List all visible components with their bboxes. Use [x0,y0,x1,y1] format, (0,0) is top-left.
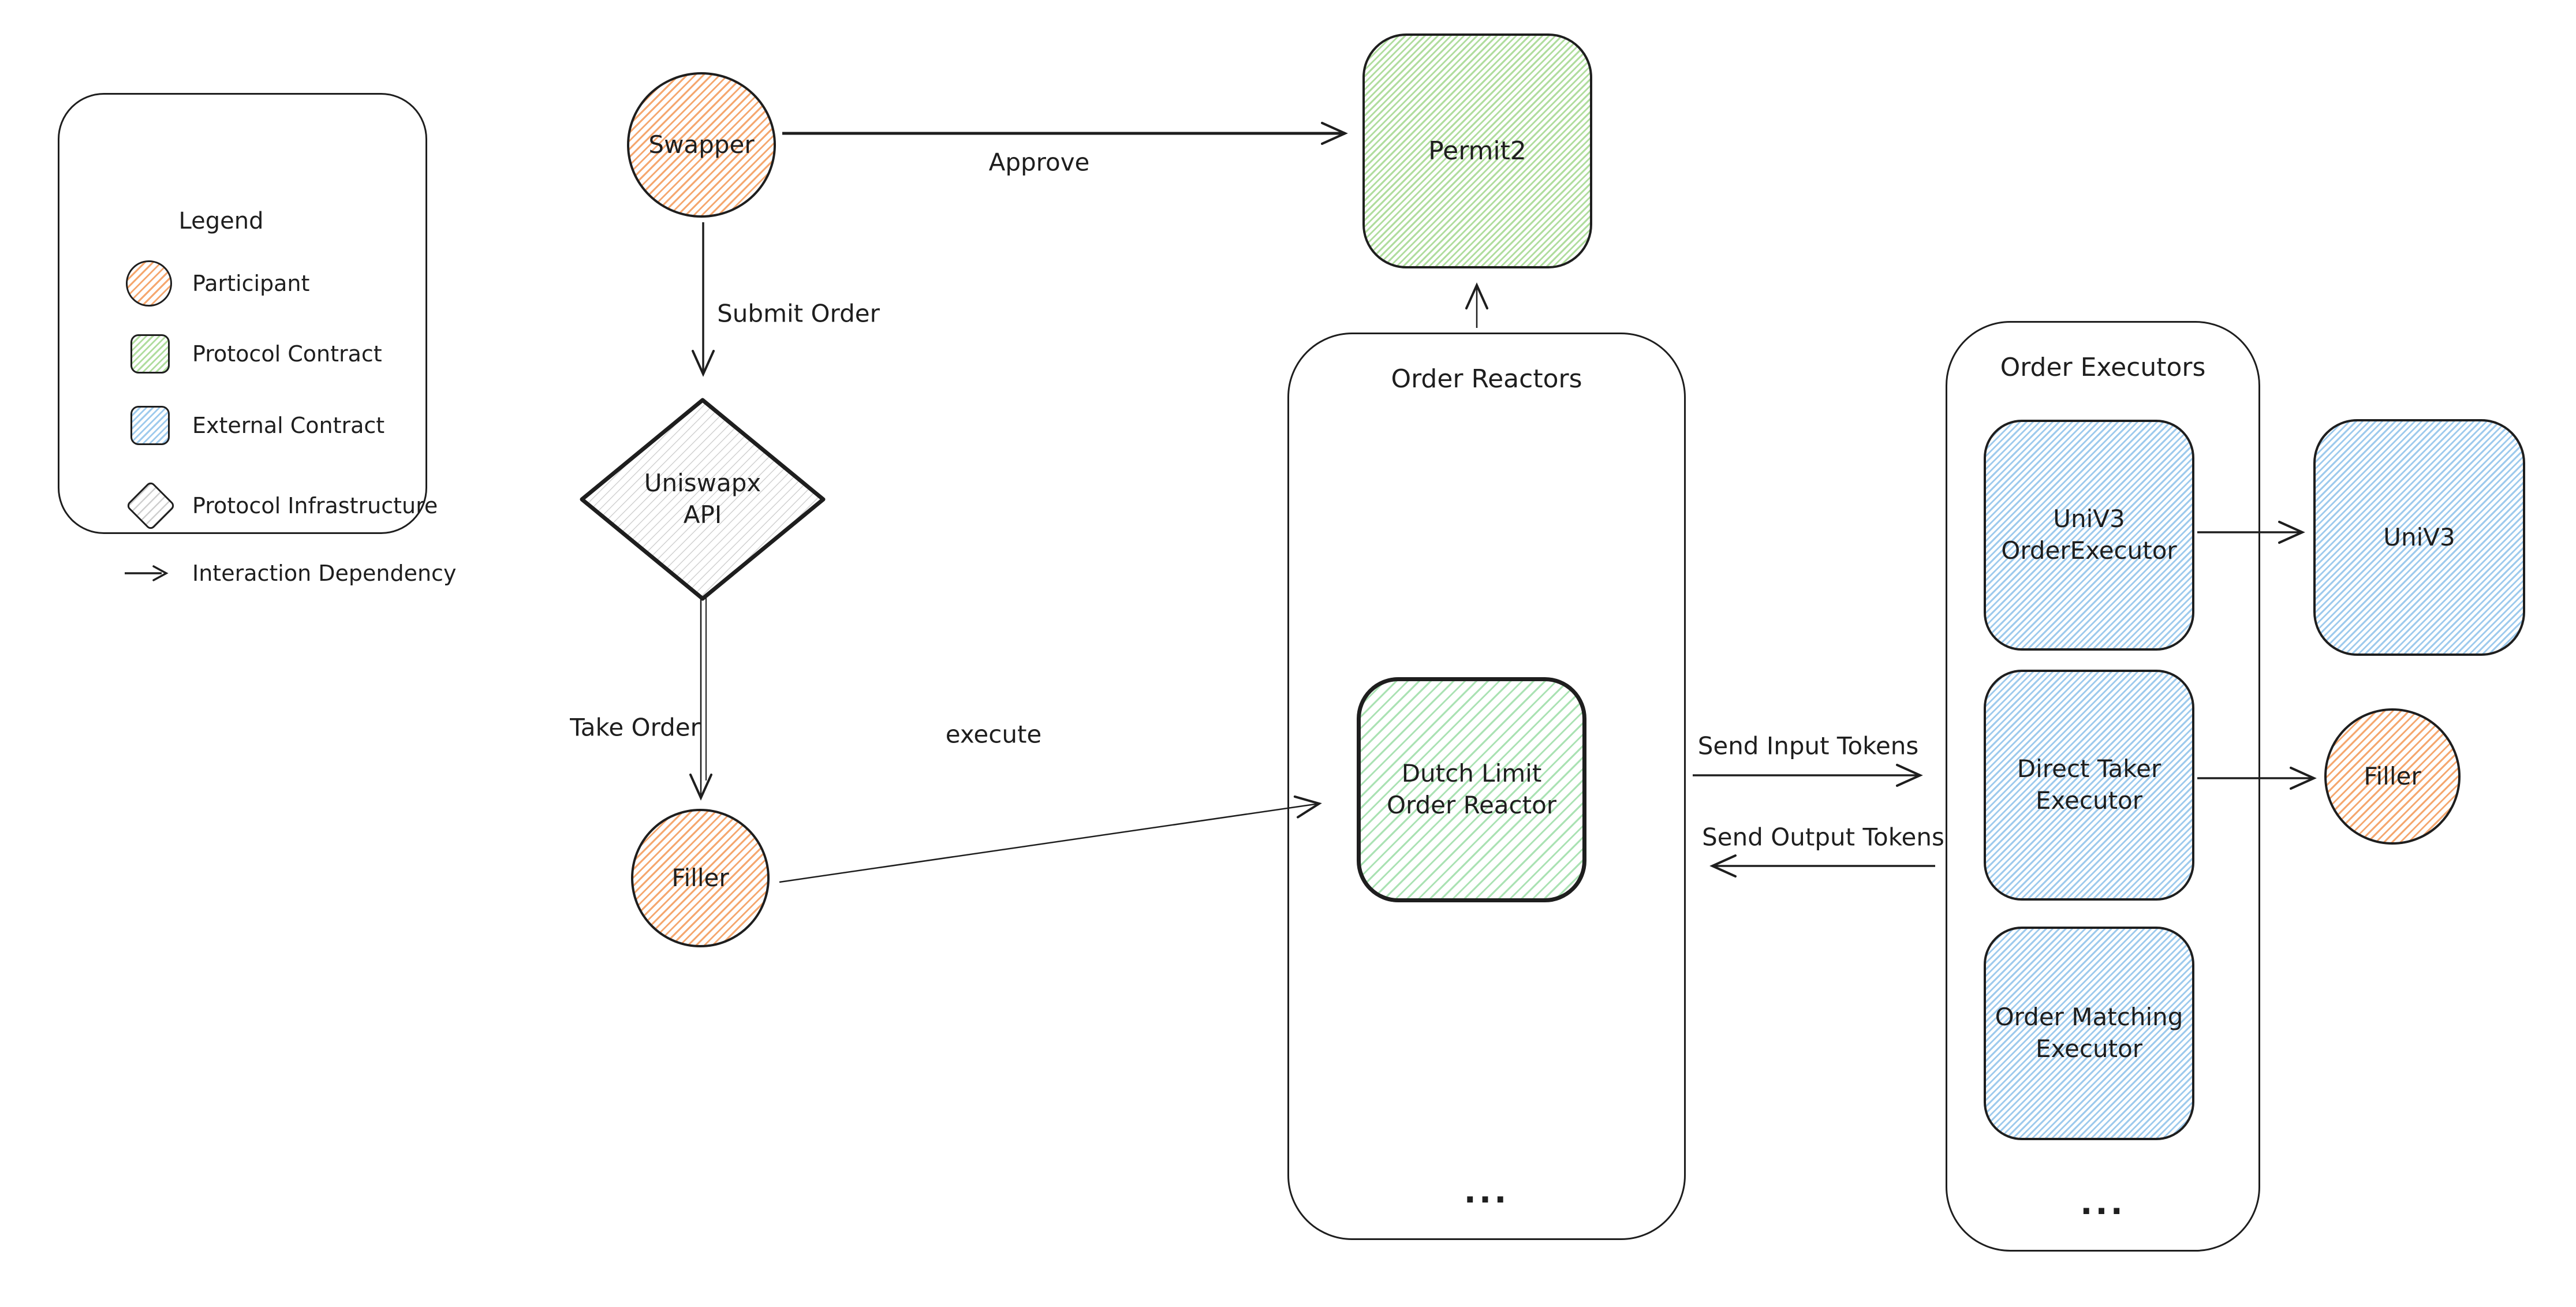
filler-right-node: Filler [2324,708,2461,845]
order-reactors-title: Order Reactors [1391,364,1582,394]
legend-item-external-contract: External Contract [192,413,385,438]
dutch-limit-order-reactor-label: Dutch Limit Order Reactor [1386,759,1557,819]
order-executors-title: Order Executors [2000,353,2206,382]
legend-item-protocol-contract: Protocol Contract [192,341,382,367]
direct-taker-executor-node: Direct Taker Executor [1984,670,2194,901]
uniswapx-api-label: Uniswapx API [644,469,761,529]
legend-item-interaction-dependency: Interaction Dependency [192,561,457,586]
univ3-order-executor-label: UniV3 OrderExecutor [2001,505,2177,565]
interaction-dependency-arrow-icon [125,565,169,581]
order-executors-ellipsis: ... [2080,1185,2126,1222]
protocol-contract-square-icon [130,334,170,374]
uniswapx-api-node: Uniswapx API [578,396,827,603]
filler-left-node: Filler [631,809,770,947]
legend-title: Legend [178,208,264,234]
order-matching-executor-label: Order Matching Executor [1995,1003,2183,1063]
send-input-tokens-edge-label: Send Input Tokens [1697,731,1919,760]
direct-taker-executor-label: Direct Taker Executor [2017,755,2161,815]
dutch-limit-order-reactor-node: Dutch Limit Order Reactor [1357,677,1586,902]
external-contract-square-icon [130,406,170,445]
legend-panel: Legend Participant Protocol Contract Ext… [58,93,456,586]
univ3-order-executor-node: UniV3 OrderExecutor [1984,420,2194,651]
order-matching-executor-node: Order Matching Executor [1984,927,2194,1140]
permit2-node: Permit2 [1362,33,1592,268]
order-reactors-ellipsis: ... [1464,1173,1510,1211]
send-output-tokens-edge-label: Send Output Tokens [1702,823,1944,852]
participant-circle-icon [126,260,172,307]
order-executors-container: Order Executors ... [1946,321,2260,1252]
execute-edge-label: execute [945,720,1042,749]
legend-item-participant: Participant [192,271,310,296]
arrow-execute [779,795,1322,883]
swapper-node: Swapper [627,72,776,218]
filler-right-label: Filler [2364,761,2421,790]
take-order-edge-label: Take Order [570,713,700,742]
swapper-label: Swapper [648,130,755,159]
filler-left-label: Filler [671,863,729,892]
submit-order-edge-label: Submit Order [717,299,880,328]
permit2-label: Permit2 [1428,136,1526,166]
approve-edge-label: Approve [988,148,1090,177]
univ3-label: UniV3 [2383,522,2455,551]
order-reactors-container: Order Reactors ... [1287,333,1686,1240]
protocol-infrastructure-diamond-icon [125,480,176,531]
legend-item-protocol-infrastructure: Protocol Infrastructure [192,493,438,518]
uniswapx-api-diamond-shape [580,398,826,601]
univ3-node: UniV3 [2313,419,2525,656]
